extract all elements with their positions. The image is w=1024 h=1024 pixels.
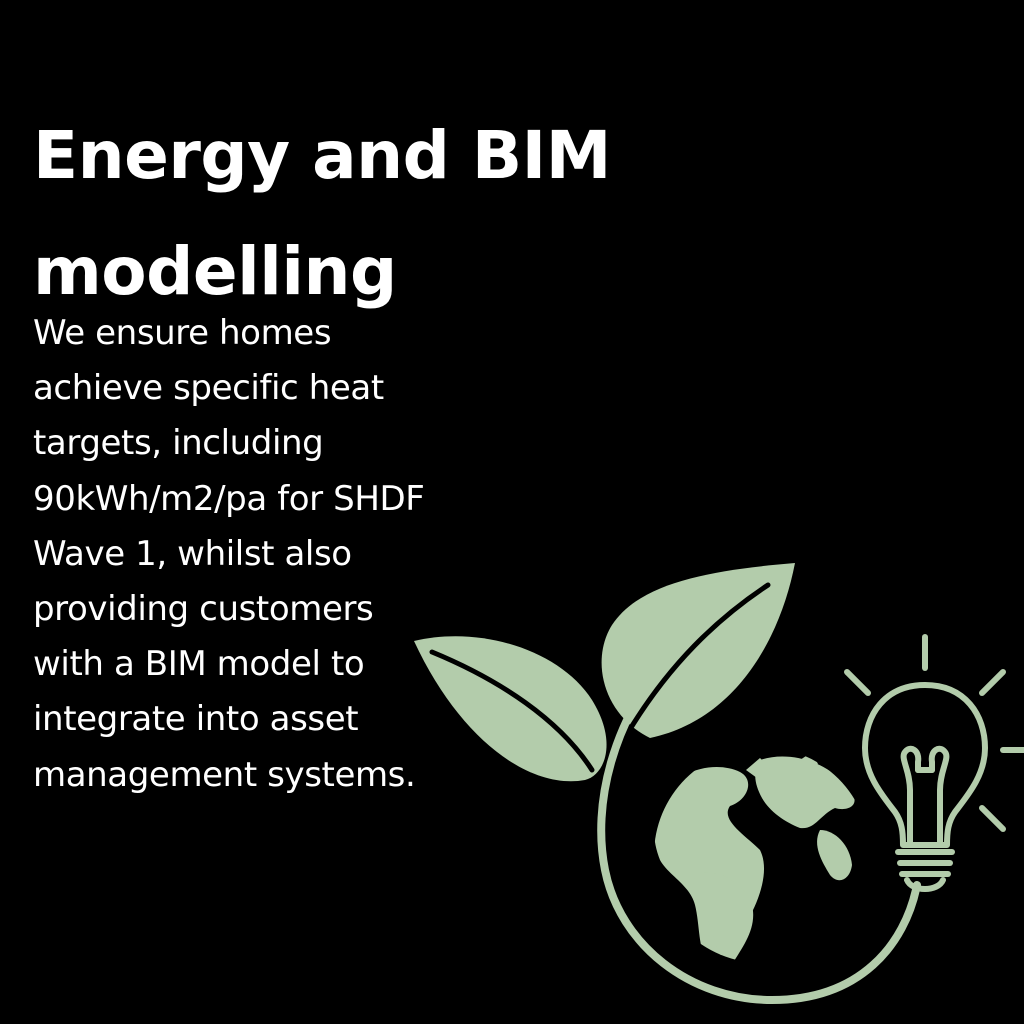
description-line-9: management systems. — [33, 754, 416, 795]
description-line-2: achieve specific heat — [33, 368, 384, 409]
description-paragraph: We ensure homes achieve specific heat ta… — [33, 306, 425, 803]
page-title-line-1: Energy and BIM — [33, 117, 611, 194]
description-line-8: integrate into asset — [33, 699, 359, 740]
page-title-line-2: modelling — [33, 233, 397, 310]
description-line-4: 90kWh/m2/pa for SHDF — [33, 478, 425, 519]
leaf-icon — [414, 563, 795, 782]
description-line-3: targets, including — [33, 423, 324, 464]
stem-line — [597, 648, 921, 1005]
lightbulb-icon — [844, 634, 1024, 892]
description-line-7: with a BIM model to — [33, 644, 365, 685]
globe-icon — [654, 752, 855, 963]
description-line-1: We ensure homes — [33, 313, 332, 353]
description-line-5: Wave 1, whilst also — [33, 533, 352, 574]
page-title: Energy and BIM modelling — [33, 98, 653, 330]
description-line-6: providing customers — [33, 589, 374, 630]
